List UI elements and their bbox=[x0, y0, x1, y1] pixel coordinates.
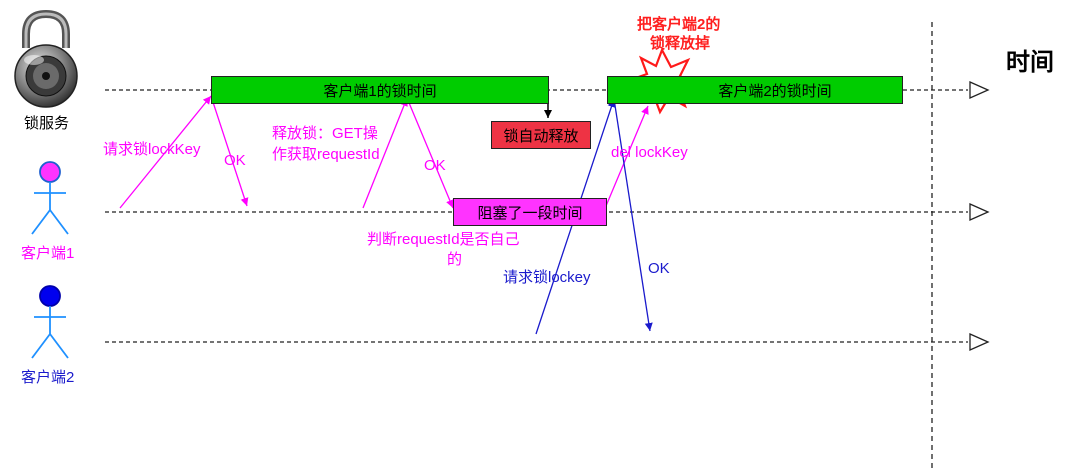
c1-del-arrow bbox=[605, 105, 649, 207]
c1-release-ok-label: OK bbox=[424, 157, 446, 174]
auto-release-box: 锁自动释放 bbox=[491, 121, 591, 149]
c2-request-label: 请求锁lockey bbox=[503, 269, 591, 286]
client2-label: 客户端2 bbox=[21, 369, 75, 386]
lock-icon bbox=[14, 9, 78, 108]
c2-ok-label: OK bbox=[648, 260, 670, 277]
lock-service-label: 锁服务 bbox=[24, 115, 70, 132]
time-axis-label: 时间 bbox=[1006, 49, 1054, 76]
timeline-end-arrow bbox=[969, 332, 990, 352]
client1-actor-icon bbox=[31, 161, 69, 235]
c1-release-label-line1: 释放锁：GET操 bbox=[272, 125, 378, 142]
release-callout-line2: 锁释放掉 bbox=[650, 35, 711, 52]
c1-request-label: 请求锁lockKey bbox=[103, 141, 201, 158]
c2-ok-arrow bbox=[613, 98, 653, 332]
c1-release-arrow bbox=[362, 97, 408, 209]
c1-release-label-line2: 作获取requestId bbox=[272, 146, 380, 163]
c1-del-label: del lockKey bbox=[611, 144, 688, 161]
client1-label: 客户端1 bbox=[21, 245, 75, 262]
client2-actor-icon bbox=[31, 285, 69, 359]
client2-lock-bar: 客户端2的锁时间 bbox=[607, 76, 903, 104]
blocked-bar: 阻塞了一段时间 bbox=[453, 198, 607, 226]
c1-check-label-line1: 判断requestId是否自己 bbox=[367, 231, 520, 248]
release-callout-line1: 把客户端2的 bbox=[637, 16, 721, 33]
c1-ok-arrow bbox=[210, 95, 249, 207]
timeline-end-arrow bbox=[969, 80, 990, 100]
c1-request-arrow bbox=[119, 95, 212, 209]
client1-lock-bar: 客户端1的锁时间 bbox=[211, 76, 549, 104]
timeline-end-arrow bbox=[969, 202, 990, 222]
c1-check-label-line2: 的 bbox=[447, 251, 463, 268]
c1-release-ok-arrow bbox=[406, 97, 454, 209]
c1-ok-label: OK bbox=[224, 152, 246, 169]
